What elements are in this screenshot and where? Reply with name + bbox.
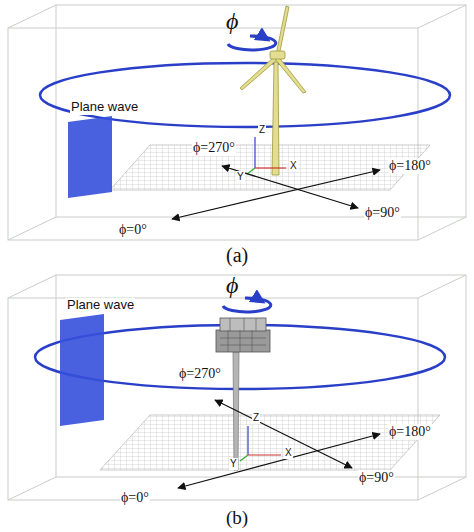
angle-label: ϕ=90°: [364, 205, 401, 221]
rotation-arrow: [228, 36, 276, 50]
axis-label: Y: [229, 458, 238, 470]
axis-label: Z: [258, 124, 266, 136]
wave-label: Plane wave: [70, 100, 139, 115]
angle-label: ϕ=270°: [192, 140, 236, 156]
angle-label: ϕ=0°: [120, 490, 150, 506]
rotation-symbol: ϕ: [226, 8, 238, 36]
angle-label: ϕ=0°: [118, 222, 148, 238]
axes: [240, 426, 281, 461]
direction-lines: [178, 400, 380, 488]
panel-a: [8, 5, 466, 240]
rotation-symbol: ϕ: [226, 272, 238, 300]
axis-label: Z: [252, 412, 260, 424]
wave-label: Plane wave: [66, 298, 135, 313]
ground-mesh: [110, 145, 430, 190]
domain-box: [8, 275, 466, 500]
rotation-circle: [40, 63, 450, 127]
direction-lines: [172, 166, 380, 219]
wind-turbine: [240, 6, 306, 175]
plane-wave: [60, 314, 104, 426]
axis-label: Y: [236, 171, 245, 183]
offshore-platform: [216, 318, 270, 470]
rotation-arrow: [223, 298, 271, 312]
axis-label: X: [284, 447, 293, 459]
axis-label: X: [289, 160, 298, 172]
angle-label: ϕ=180°: [388, 158, 432, 174]
angle-label: ϕ=270°: [178, 366, 222, 382]
plane-wave: [68, 116, 112, 198]
ground-mesh: [100, 415, 440, 470]
axes: [247, 137, 286, 174]
panel-caption: (b): [226, 507, 248, 529]
angle-label: ϕ=90°: [358, 470, 395, 486]
panel-caption: (a): [226, 244, 248, 267]
angle-label: ϕ=180°: [388, 424, 432, 440]
panel-b: [8, 275, 466, 500]
domain-box: [8, 5, 466, 240]
